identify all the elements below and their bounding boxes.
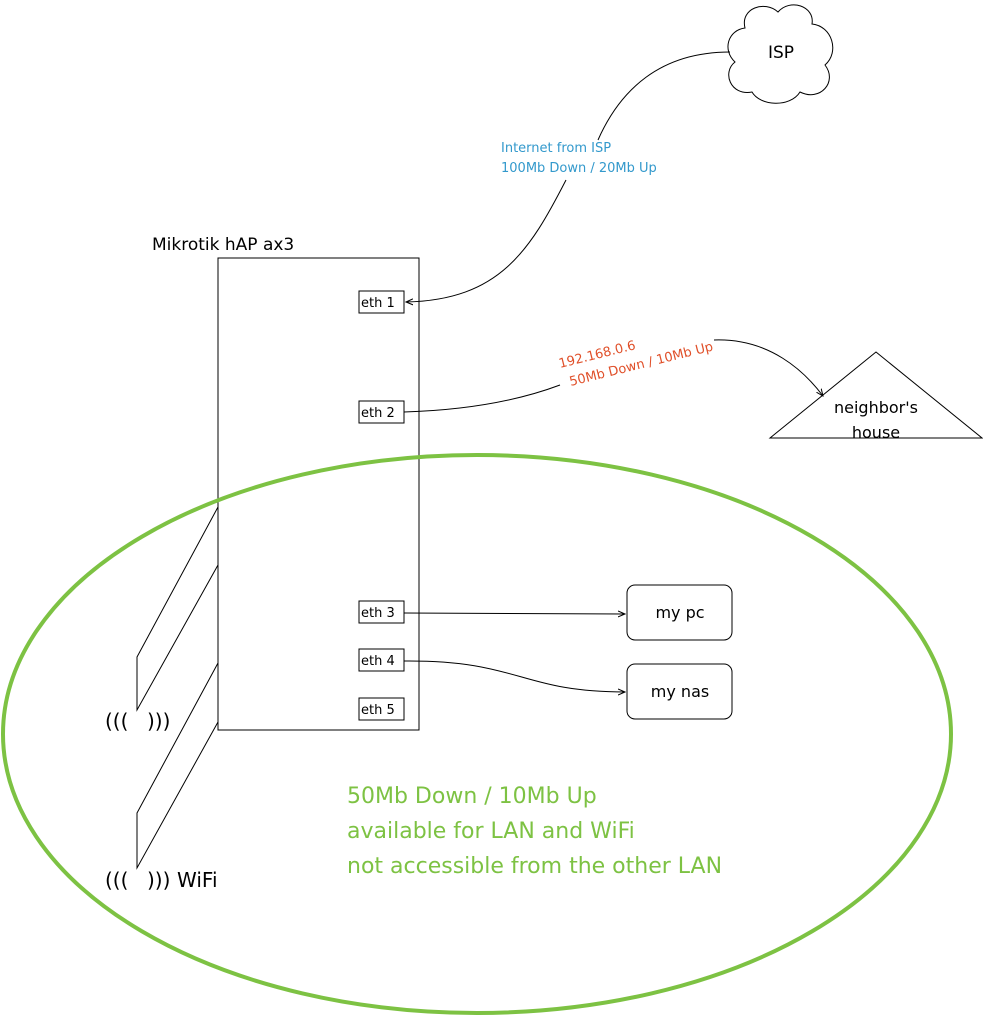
wifi-antenna-1 — [136, 506, 219, 712]
isp-link-line[interactable] — [597, 51, 731, 141]
wifi-signal-2-left: ((( — [105, 868, 128, 892]
wifi-label: WiFi — [177, 868, 218, 892]
port-eth4-label: eth 4 — [361, 654, 395, 669]
neighbor-house[interactable]: neighbor's house — [768, 351, 983, 442]
lan-zone-text-line3: not accessible from the other LAN — [347, 854, 722, 879]
isp-label: ISP — [768, 43, 794, 63]
device-my-pc-label: my pc — [655, 603, 704, 622]
neighbor-label-line2: house — [852, 423, 900, 442]
isp-link-line-lower[interactable] — [406, 179, 567, 302]
router-title: Mikrotik hAP ax3 — [152, 235, 294, 255]
port-eth4[interactable]: eth 4 — [358, 648, 405, 672]
lan-zone-text-line1: 50Mb Down / 10Mb Up — [347, 784, 597, 809]
port-eth5-label: eth 5 — [361, 703, 395, 718]
port-eth1[interactable]: eth 1 — [358, 290, 405, 314]
eth3-to-pc-line[interactable] — [403, 613, 625, 614]
wifi-signal-2-right: ))) — [147, 868, 170, 892]
isp-cloud[interactable]: ISP — [727, 4, 834, 104]
port-eth2-label: eth 2 — [361, 406, 395, 421]
device-my-pc[interactable]: my pc — [626, 584, 733, 641]
neighbor-label-line1: neighbor's — [834, 398, 918, 417]
eth4-to-nas-line[interactable] — [403, 660, 625, 692]
device-my-nas-label: my nas — [651, 682, 709, 701]
neighbor-link-line-upper[interactable] — [713, 339, 823, 396]
port-eth5[interactable]: eth 5 — [358, 697, 405, 721]
port-eth2[interactable]: eth 2 — [358, 400, 405, 424]
wifi-antenna-2 — [136, 662, 219, 870]
device-my-nas[interactable]: my nas — [626, 663, 733, 720]
neighbor-link-line[interactable] — [403, 384, 561, 413]
port-eth3-label: eth 3 — [361, 606, 395, 621]
wifi-signal-1-right: ))) — [147, 709, 170, 733]
isp-link-label-line1: Internet from ISP — [501, 141, 611, 156]
lan-zone-ellipse — [1, 453, 953, 1015]
port-eth1-label: eth 1 — [361, 296, 395, 311]
isp-link-label-line2: 100Mb Down / 20Mb Up — [501, 161, 657, 176]
wifi-signal-1-left: ((( — [105, 709, 128, 733]
port-eth3[interactable]: eth 3 — [358, 600, 405, 624]
neighbor-link-label-line2: 50Mb Down / 10Mb Up — [568, 340, 715, 390]
lan-zone-text-line2: available for LAN and WiFi — [347, 819, 635, 844]
